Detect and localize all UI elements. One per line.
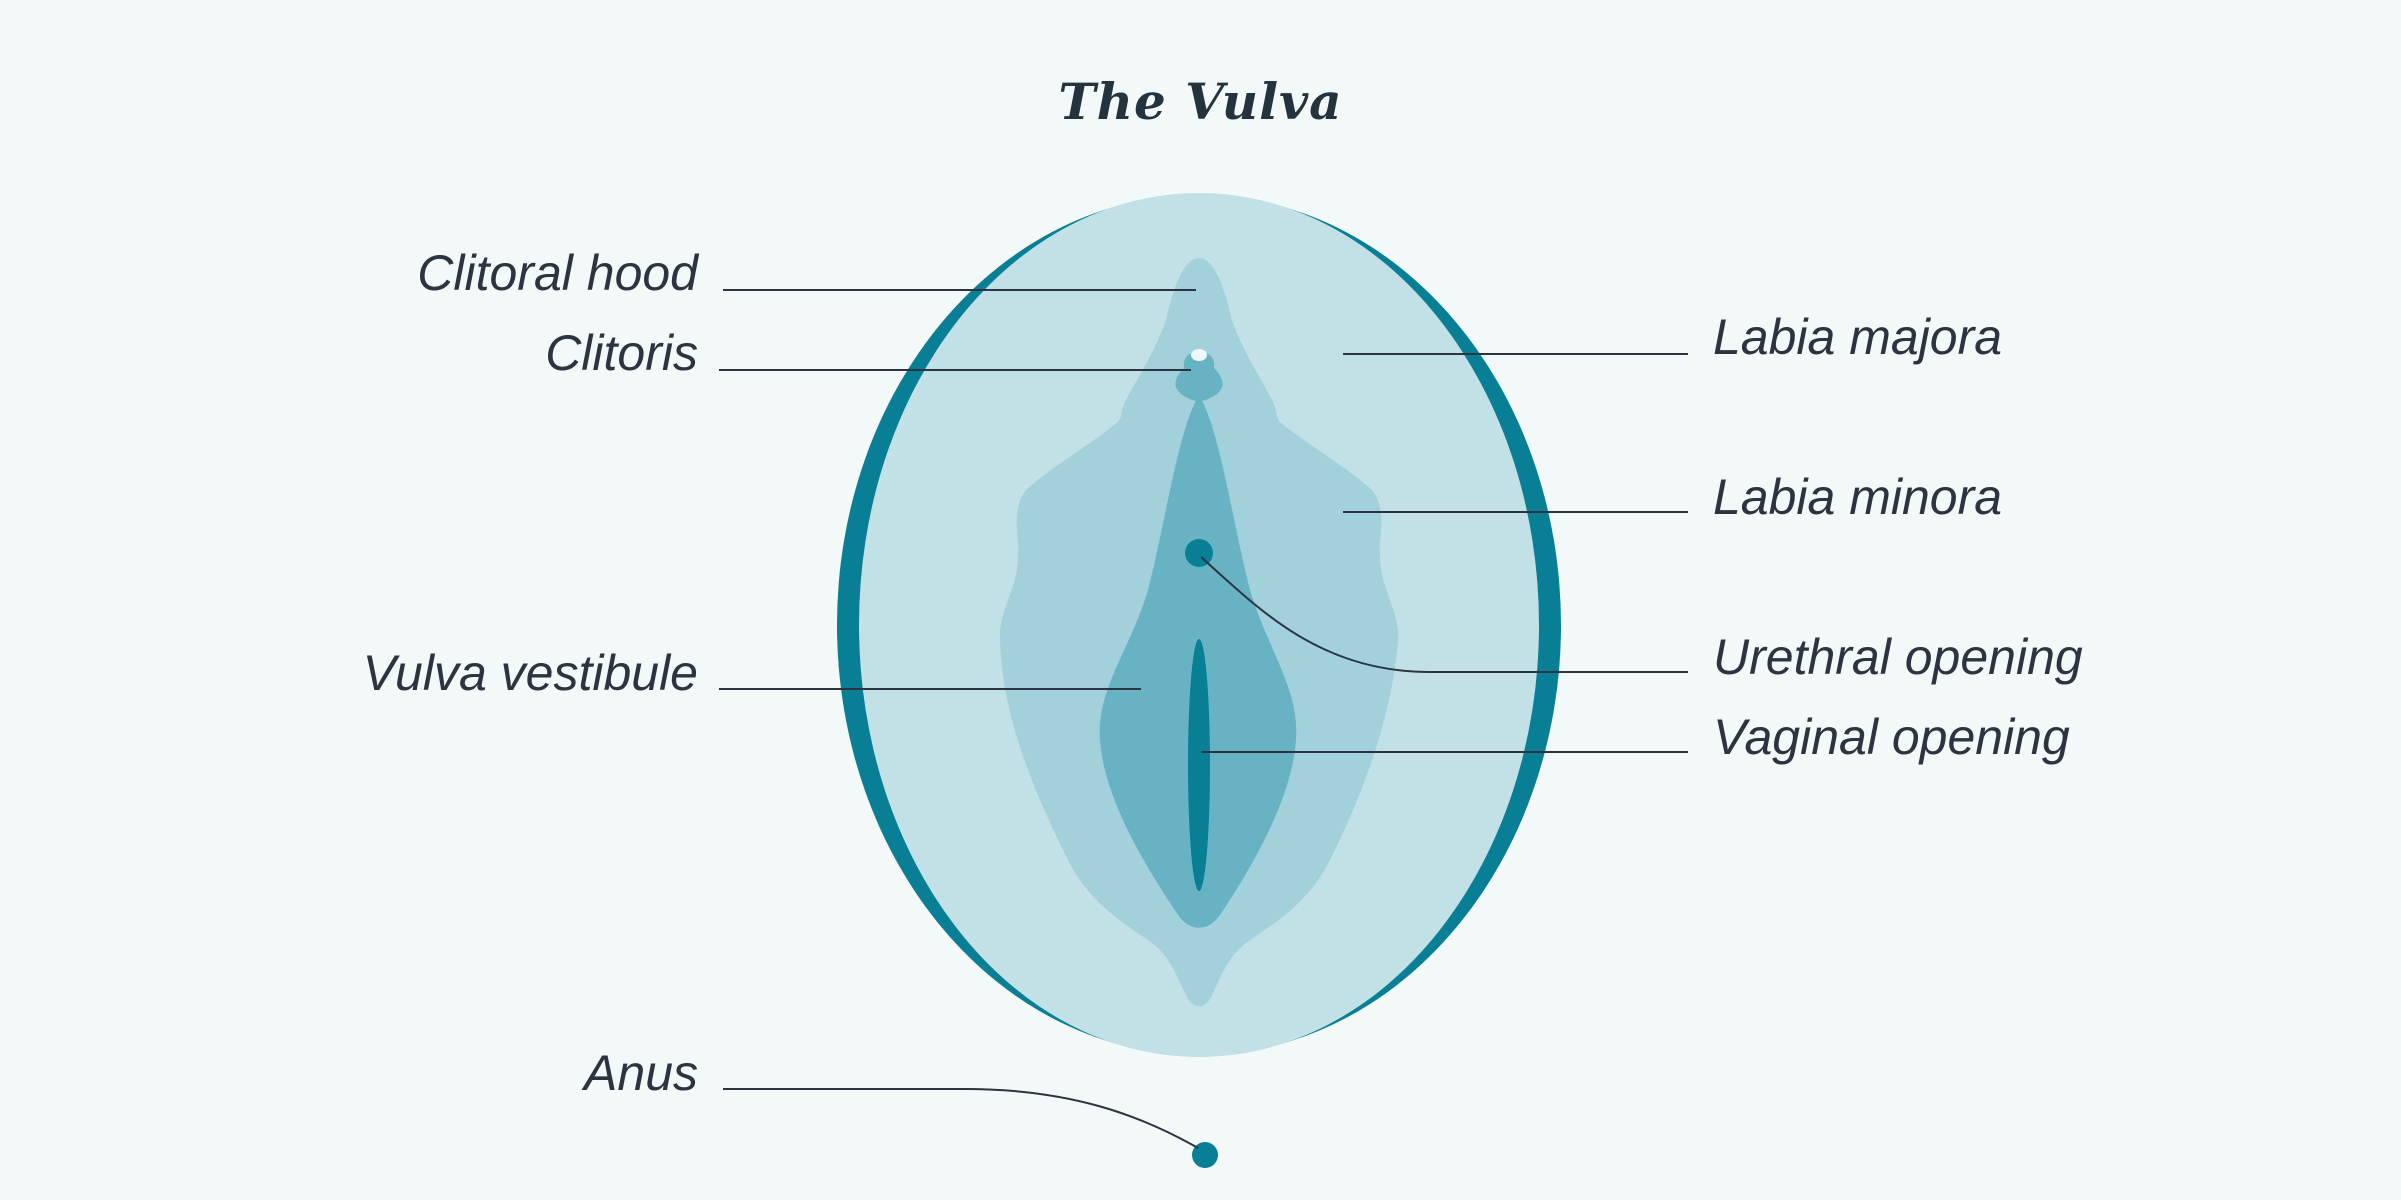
clitoris-highlight	[1191, 349, 1207, 361]
diagram-title: The Vulva	[1058, 72, 1343, 131]
leader-urethral-opening	[1200, 556, 1688, 673]
label-clitoris: Clitoris	[545, 325, 698, 381]
label-labia-minora: Labia minora	[1713, 469, 2003, 525]
label-anus: Anus	[584, 1045, 698, 1101]
clitoris-shape	[1175, 352, 1223, 401]
label-vaginal-opening: Vaginal opening	[1713, 709, 2070, 765]
anus-dot	[1192, 1142, 1218, 1168]
urethral-opening-dot	[1185, 539, 1213, 567]
label-clitoral-hood: Clitoral hood	[417, 245, 698, 301]
label-vulva-vestibule: Vulva vestibule	[362, 645, 698, 701]
label-urethral-opening: Urethral opening	[1713, 629, 2083, 685]
vaginal-opening-shape	[1188, 639, 1210, 891]
label-labia-majora: Labia majora	[1713, 309, 2003, 365]
leader-anus	[723, 1088, 1199, 1149]
